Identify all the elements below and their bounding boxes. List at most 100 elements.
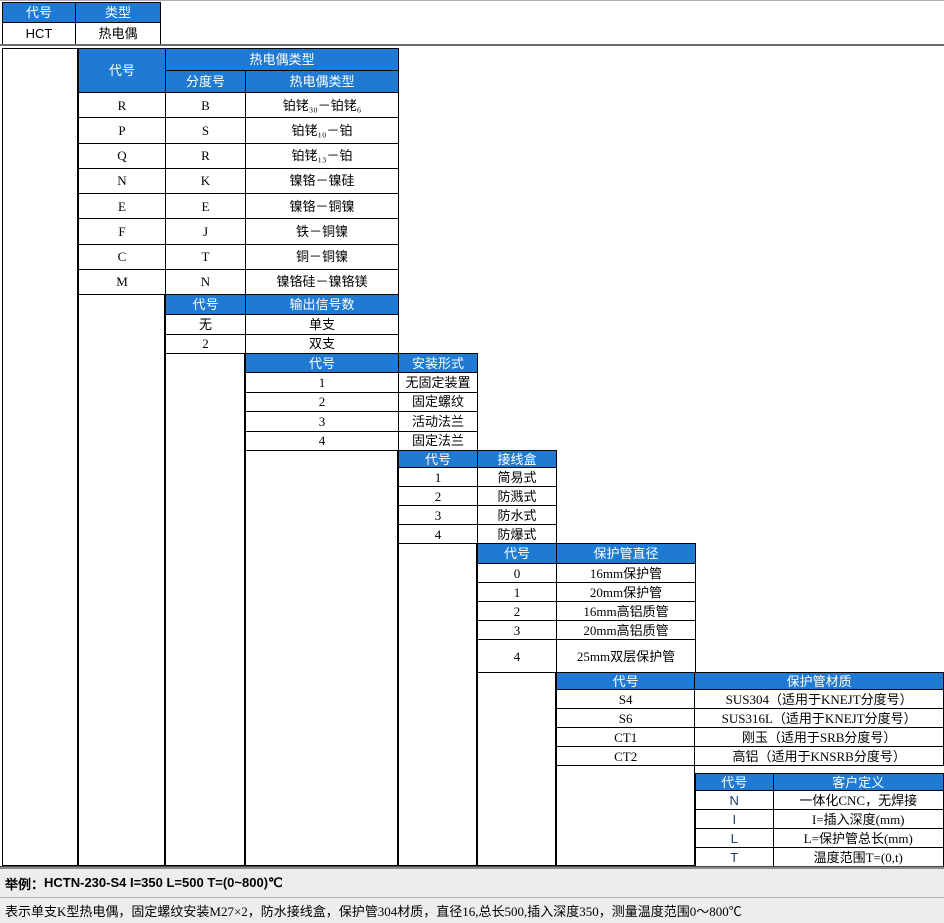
- value-cell: 温度范围T=(0,t): [772, 847, 944, 867]
- graduation-cell: B: [165, 91, 246, 119]
- code-cell: N: [695, 790, 774, 810]
- value-cell: 20mm保护管: [556, 582, 696, 602]
- example-description: 表示单支K型热电偶，固定螺纹安装M27×2，防水接线盒，保护管304材质，直径1…: [5, 904, 742, 919]
- column-header: 代号: [695, 773, 774, 791]
- code-cell: 2: [165, 333, 246, 354]
- value-cell: I=插入深度(mm): [772, 809, 944, 829]
- code-cell: 2: [398, 486, 478, 506]
- empty-cell-col-d: [245, 450, 398, 866]
- code-cell: M: [78, 268, 166, 296]
- value-cell: 防爆式: [477, 524, 557, 544]
- column-header: 输出信号数: [245, 294, 399, 315]
- code-cell: 1: [477, 582, 557, 602]
- code-cell: S6: [555, 708, 696, 728]
- column-header: 接线盒: [477, 450, 557, 468]
- column-header: 安装形式: [398, 353, 478, 373]
- code-cell: 0: [477, 563, 557, 583]
- code-cell: 4: [398, 524, 478, 544]
- example-code: HCTN-230-S4 I=350 L=500 T=(0~800)℃: [44, 875, 283, 890]
- value-cell: 刚玉（适用于SRB分度号）: [694, 727, 944, 747]
- graduation-cell: J: [165, 218, 246, 245]
- column-header: 保护管直径: [556, 543, 696, 564]
- value-cell: 16mm保护管: [556, 563, 696, 583]
- empty-cell-col-f: [477, 672, 556, 866]
- column-header: 保护管材质: [694, 672, 944, 690]
- code-cell: C: [78, 243, 166, 270]
- bottom-divider: [0, 866, 944, 869]
- graduation-cell: S: [165, 117, 246, 144]
- empty-cell-col-e: [398, 543, 477, 866]
- empty-cell-col-b: [78, 294, 165, 866]
- code-cell: S4: [555, 689, 696, 709]
- column-header: 代号: [2, 2, 76, 23]
- code-cell: 3: [245, 411, 399, 432]
- product-code-table: 代号 类型 HCT 热电偶: [2, 2, 161, 45]
- product-code-cell: HCT: [2, 22, 76, 45]
- code-cell: R: [78, 91, 166, 119]
- value-cell: 单支: [245, 314, 399, 335]
- type-cell: 铜－铜镍: [245, 243, 399, 270]
- code-cell: E: [78, 192, 166, 220]
- column-header: 代号: [398, 450, 478, 468]
- graduation-cell: E: [165, 192, 246, 220]
- value-cell: 高铝（适用于KNSRB分度号）: [694, 746, 944, 766]
- code-cell: N: [78, 167, 166, 195]
- code-cell: 2: [477, 601, 557, 621]
- code-cell: 2: [245, 391, 399, 412]
- example-description-row: 表示单支K型热电偶，固定螺纹安装M27×2，防水接线盒，保护管304材质，直径1…: [0, 898, 944, 923]
- empty-cell-col-g: [556, 765, 695, 866]
- type-cell: 镍铬－镍硅: [245, 167, 399, 195]
- value-cell: 固定法兰: [398, 430, 478, 451]
- value-cell: SUS304（适用于KNEJT分度号）: [694, 689, 944, 709]
- value-cell: 防溅式: [477, 486, 557, 506]
- type-cell: 铁－铜镍: [245, 218, 399, 245]
- code-cell: Q: [78, 142, 166, 169]
- code-cell: 1: [398, 467, 478, 487]
- value-cell: 一体化CNC，无焊接: [772, 790, 944, 810]
- code-cell: I: [695, 809, 774, 829]
- type-cell: 铂铑₁₀－铂: [245, 117, 399, 144]
- value-cell: SUS316L（适用于KNEJT分度号）: [694, 708, 944, 728]
- code-cell: 3: [398, 505, 478, 525]
- column-header: 热电偶类型: [245, 70, 399, 93]
- code-cell: 3: [477, 620, 557, 640]
- group-header: 热电偶类型: [165, 48, 399, 71]
- code-cell: L: [695, 828, 774, 848]
- value-cell: 无固定装置: [398, 372, 478, 393]
- code-cell: 无: [165, 314, 246, 335]
- column-header: 代号: [245, 353, 399, 373]
- column-header: 代号: [78, 48, 166, 93]
- code-cell: T: [695, 847, 774, 867]
- code-cell: 4: [245, 430, 399, 451]
- example-row: 举例：HCTN-230-S4 I=350 L=500 T=(0~800)℃: [0, 869, 944, 898]
- type-cell: 铂铑₁₃－铂: [245, 142, 399, 169]
- value-cell: 16mm高铝质管: [556, 601, 696, 621]
- value-cell: 活动法兰: [398, 411, 478, 432]
- code-cell: 1: [245, 372, 399, 393]
- value-cell: 简易式: [477, 467, 557, 487]
- top-gridline: [0, 0, 944, 1]
- type-cell: 镍铬－铜镍: [245, 192, 399, 220]
- type-cell: 镍铬硅－镍铬镁: [245, 268, 399, 296]
- code-cell: F: [78, 218, 166, 245]
- code-cell: 4: [477, 639, 557, 673]
- column-header: 客户定义: [772, 773, 944, 791]
- example-label: 举例：: [5, 876, 45, 892]
- graduation-cell: R: [165, 142, 246, 169]
- column-header: 类型: [75, 2, 161, 23]
- value-cell: 双支: [245, 333, 399, 354]
- code-cell: CT1: [555, 727, 696, 747]
- code-cell: P: [78, 117, 166, 144]
- graduation-cell: T: [165, 243, 246, 270]
- type-cell: 铂铑₃₀－铂铑₆: [245, 91, 399, 119]
- empty-cell-col-a: [2, 48, 78, 866]
- column-header: 代号: [477, 543, 557, 564]
